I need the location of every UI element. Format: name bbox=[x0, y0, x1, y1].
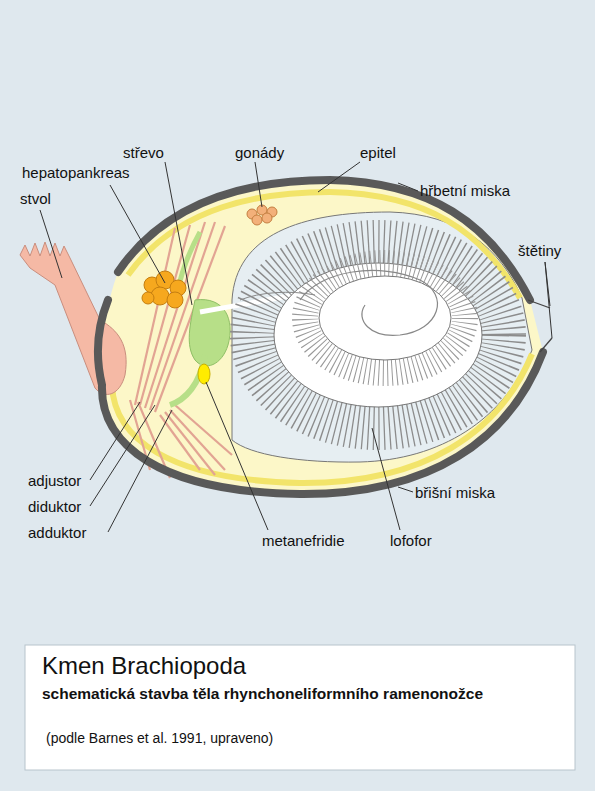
part-label: stvol bbox=[20, 190, 51, 208]
part-label: štětiny bbox=[518, 242, 561, 260]
part-label: diduktor bbox=[28, 498, 81, 516]
lophophore bbox=[240, 243, 503, 427]
setae bbox=[528, 300, 552, 352]
part-label: adduktor bbox=[28, 524, 86, 542]
muscles bbox=[130, 222, 232, 478]
part-label: lofofor bbox=[390, 532, 432, 550]
part-label: hřbetní miska bbox=[420, 182, 510, 200]
stalk bbox=[20, 242, 126, 394]
part-label: gonády bbox=[235, 144, 284, 162]
caption-box bbox=[25, 645, 575, 770]
hepatopancreas bbox=[142, 271, 186, 308]
part-label: epitel bbox=[360, 144, 396, 162]
source-note: (podle Barnes et al. 1991, upraveno) bbox=[46, 729, 273, 747]
part-label: břišní miska bbox=[415, 484, 495, 502]
part-label: střevo bbox=[123, 144, 164, 162]
metanephridium bbox=[198, 364, 210, 384]
part-label: hepatopankreas bbox=[22, 164, 130, 182]
gonads bbox=[247, 205, 277, 225]
diagram-title: Kmen Brachiopoda bbox=[42, 652, 246, 680]
part-label: metanefridie bbox=[262, 532, 345, 550]
diagram-caption: schematická stavba těla rhynchoneliformn… bbox=[42, 685, 483, 703]
part-label: adjustor bbox=[28, 472, 81, 490]
leader-lines bbox=[40, 162, 552, 532]
ventral-valve bbox=[98, 300, 543, 494]
